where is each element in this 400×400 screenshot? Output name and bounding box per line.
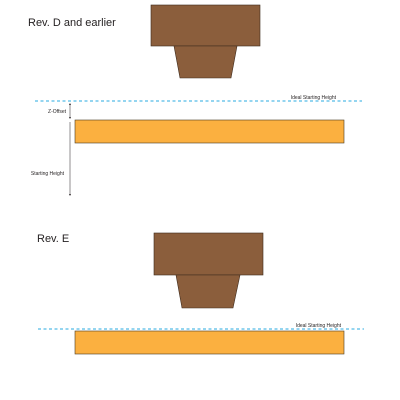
ideal-height-label-rev-e: Ideal Starting Height	[296, 323, 342, 329]
starting-height-label: Starting Height	[31, 171, 65, 177]
section-rev-e: Rev. E Ideal Starting Height	[37, 232, 364, 355]
nozzle-block-rev-e	[153, 232, 264, 276]
nozzle-rev-d	[150, 4, 261, 79]
section-title-rev-e: Rev. E	[37, 233, 69, 245]
print-bed-rev-d	[74, 119, 345, 144]
section-title-rev-d: Rev. D and earlier	[28, 17, 116, 29]
print-bed-rev-e	[74, 330, 345, 355]
nozzle-rev-e	[153, 232, 264, 309]
nozzle-tip-rev-d	[173, 45, 238, 79]
nozzle-block-rev-d	[150, 4, 261, 47]
nozzle-tip-rev-e	[175, 274, 241, 309]
z-offset-label: Z-Offset	[48, 109, 67, 115]
ideal-height-label-rev-d: Ideal Starting Height	[291, 95, 337, 101]
section-rev-d: Rev. D and earlier Ideal Starting Height…	[28, 4, 362, 196]
